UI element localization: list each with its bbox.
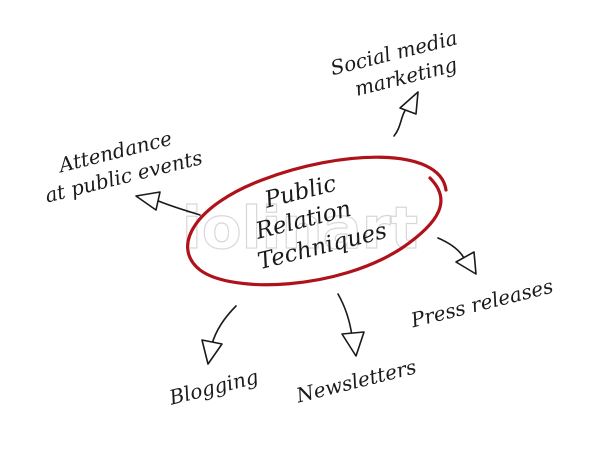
node-newsletters-label: Newsletters xyxy=(293,354,419,407)
node-newsletters: Newsletters xyxy=(293,354,419,407)
arrow-to-newsletters xyxy=(337,293,365,357)
node-press-label: Press releases xyxy=(407,274,555,333)
arrow-to-blogging xyxy=(201,305,237,365)
arrow-to-social-media xyxy=(393,91,419,137)
arrow-to-attendance xyxy=(135,191,201,216)
node-attendance-public-events: Attendance at public events xyxy=(42,126,204,208)
watermark-text: iolinart xyxy=(182,194,418,262)
node-blogging: Blogging xyxy=(166,364,261,410)
node-blogging-label: Blogging xyxy=(166,364,261,410)
arrow-to-press-releases xyxy=(437,237,477,275)
node-press-releases: Press releases xyxy=(407,274,555,333)
center-ellipse xyxy=(186,155,448,287)
node-social-media-marketing: Social media marketing xyxy=(328,25,460,100)
